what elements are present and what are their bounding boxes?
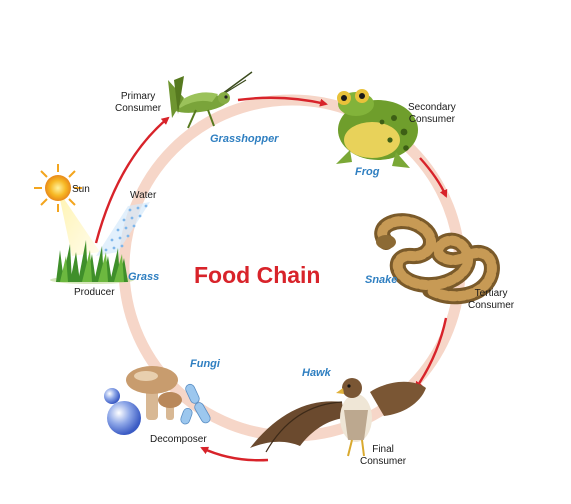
hawk-name: Hawk	[302, 367, 331, 379]
primary-consumer-role-label: Primary Consumer	[115, 91, 161, 115]
primary-consumer-role-line1: Primary	[120, 91, 156, 102]
secondary-consumer-role-line2: Consumer	[408, 114, 455, 125]
grasshopper-icon	[168, 71, 253, 129]
fungi-icon	[104, 366, 211, 435]
secondary-consumer-role-label: Secondary Consumer	[408, 102, 456, 126]
arrow-frog-to-snake	[419, 157, 448, 198]
diagram-title: Food Chain	[194, 262, 321, 288]
final-consumer-role-line1: Final	[372, 444, 394, 455]
grass-name: Grass	[128, 271, 160, 283]
final-consumer-role-label: Final Consumer	[360, 444, 406, 468]
water-label: Water	[130, 190, 157, 201]
fungi-name: Fungi	[190, 358, 220, 370]
primary-consumer-role-line2: Consumer	[115, 103, 162, 114]
snake-name: Snake	[365, 274, 398, 286]
producer-role-label: Producer	[74, 287, 115, 298]
snake-icon	[374, 213, 500, 305]
final-consumer-role-line2: Consumer	[360, 456, 407, 467]
hawk-icon	[250, 378, 426, 457]
frog-name: Frog	[355, 166, 380, 178]
arrow-hawk-to-fungi	[200, 446, 269, 462]
grasshopper-name: Grasshopper	[210, 133, 279, 145]
sun-icon	[34, 164, 100, 256]
secondary-consumer-role-line1: Secondary	[408, 102, 456, 113]
frog-icon	[336, 89, 418, 168]
arrow-grasshopper-to-frog	[237, 96, 328, 107]
cycle-arrows	[94, 96, 448, 462]
arrow-grass-to-grasshopper	[94, 116, 170, 244]
tertiary-consumer-role-line1: Tertiary	[474, 288, 508, 299]
grass-icon	[50, 240, 134, 284]
tertiary-consumer-role-line2: Consumer	[468, 300, 515, 311]
decomposer-role-label: Decomposer	[150, 434, 207, 445]
water-icon	[96, 202, 150, 256]
tertiary-consumer-role-label: Tertiary Consumer	[468, 288, 514, 312]
arrow-snake-to-hawk	[414, 317, 448, 390]
sun-label: Sun	[72, 184, 90, 195]
